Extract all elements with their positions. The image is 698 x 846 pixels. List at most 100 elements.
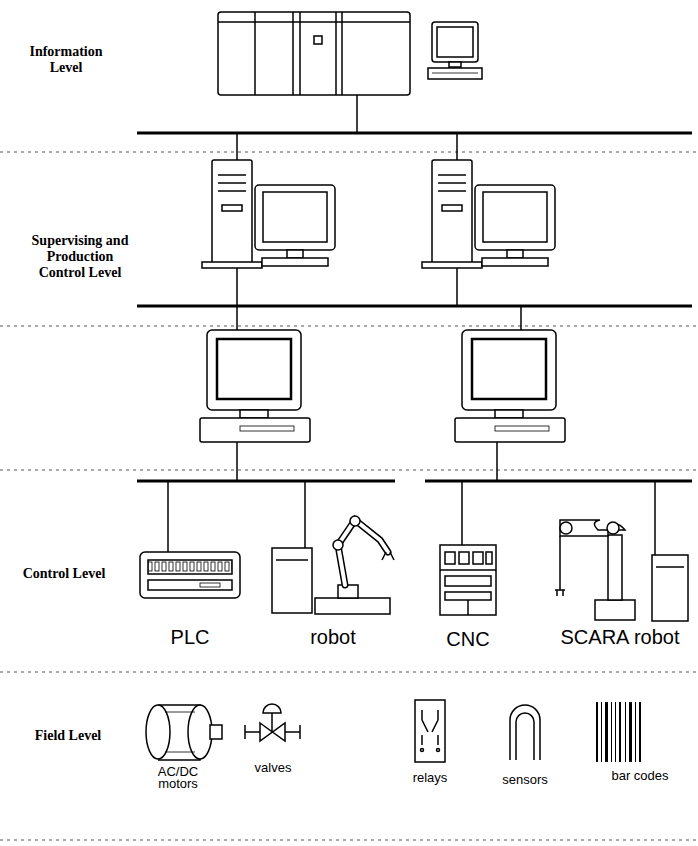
- device-label: SCARA robot: [561, 626, 680, 649]
- valve-symbol: [263, 704, 281, 713]
- workstation: [438, 174, 466, 176]
- mainframe-computer: [218, 21, 410, 23]
- mainframe-computer: [254, 12, 256, 95]
- sensor-symbol: [516, 713, 534, 760]
- mainframe-computer: [218, 12, 410, 95]
- cell-computer: [495, 410, 523, 418]
- level-label: Information Level: [16, 44, 116, 76]
- relay-symbol: [415, 700, 445, 762]
- cnc-machine: [445, 552, 455, 564]
- network-drop: [236, 133, 238, 160]
- level-separator: [0, 672, 698, 673]
- terminal-computer: [428, 22, 482, 79]
- robot-arm: [338, 520, 388, 585]
- network-drop: [356, 95, 358, 133]
- terminal-computer: [437, 27, 473, 57]
- robot-arm: [333, 540, 343, 550]
- network-bus: [137, 133, 692, 481]
- scara-robot: [607, 522, 619, 534]
- motor-symbol: [210, 725, 222, 739]
- workstation: [483, 192, 547, 242]
- device-label: sensors: [502, 774, 548, 786]
- network-bus: [137, 132, 692, 135]
- barcode-symbol: [611, 702, 612, 762]
- workstation: [287, 250, 303, 258]
- cell-computer: [455, 418, 565, 442]
- cell-computer: [207, 330, 301, 410]
- network-drop: [236, 306, 238, 330]
- network-drop: [236, 265, 238, 306]
- motor-symbol: [188, 705, 212, 759]
- robot-arm: [272, 516, 394, 614]
- mainframe-computer: [218, 12, 410, 95]
- scara-robot: [555, 520, 688, 621]
- plc-device: [140, 552, 240, 598]
- workstation: [222, 205, 242, 211]
- cell-computer: [240, 410, 268, 418]
- network-drop: [654, 481, 656, 555]
- workstation: [218, 174, 246, 176]
- barcode-symbol: [635, 702, 636, 762]
- level-label: Supervising and Production Control Level: [30, 233, 130, 281]
- plc-device: [148, 560, 232, 574]
- valve-symbol: [299, 725, 301, 739]
- network-bus: [137, 480, 395, 483]
- barcode-symbol: [596, 702, 641, 762]
- workstation: [422, 160, 555, 268]
- workstation: [255, 185, 335, 250]
- mainframe-computer: [314, 36, 322, 44]
- device-label: valves: [255, 762, 292, 774]
- scara-robot: [656, 566, 684, 568]
- barcode-symbol: [601, 702, 602, 762]
- scara-robot: [555, 590, 565, 596]
- sensor-symbol: [510, 705, 540, 760]
- robot-arm: [276, 559, 308, 561]
- device-label: PLC: [171, 626, 210, 649]
- relay-symbol: [422, 720, 428, 732]
- network-drop: [168, 95, 655, 555]
- mainframe-computer: [335, 12, 337, 95]
- robot-arm: [382, 552, 394, 560]
- scara-robot: [560, 522, 572, 534]
- device-label: relays: [413, 772, 448, 784]
- terminal-computer: [432, 73, 478, 74]
- scara-robot: [608, 535, 622, 600]
- cell-computer: [472, 339, 546, 399]
- barcode-symbol: [596, 702, 598, 762]
- cell-computer: [455, 330, 565, 442]
- cnc-machine: [440, 569, 496, 571]
- motor-symbol: [165, 712, 195, 713]
- relay-symbol: [437, 735, 439, 745]
- valve-symbol: [271, 713, 273, 732]
- level-separator: [0, 840, 698, 841]
- level-separator: [0, 470, 698, 471]
- relay-symbol: [432, 720, 438, 732]
- level-separator: [0, 152, 698, 840]
- robot-arm: [350, 516, 360, 526]
- motor-symbol: [146, 705, 170, 759]
- workstation: [507, 250, 523, 258]
- cnc-machine: [459, 552, 469, 564]
- cnc-machine: [473, 552, 483, 564]
- cnc-machine: [486, 552, 492, 564]
- network-drop: [167, 481, 169, 552]
- cnc-machine: [467, 600, 469, 615]
- relay-symbol: [421, 735, 423, 745]
- level-separator: [0, 326, 698, 327]
- relay-symbol: [421, 749, 424, 752]
- cell-computer: [495, 426, 549, 431]
- mainframe-computer: [341, 12, 343, 95]
- motor-symbol: [165, 752, 195, 753]
- plc-device: [140, 552, 240, 598]
- workstation: [262, 258, 328, 266]
- relay-symbol: [437, 749, 440, 752]
- network-drop: [456, 133, 458, 160]
- mainframe-computer: [299, 12, 301, 95]
- level-label: Field Level: [35, 728, 102, 744]
- device-label: AC/DC motors: [143, 766, 213, 791]
- motor-symbol: [146, 705, 222, 760]
- barcode-symbol: [629, 702, 632, 762]
- workstation: [475, 185, 555, 250]
